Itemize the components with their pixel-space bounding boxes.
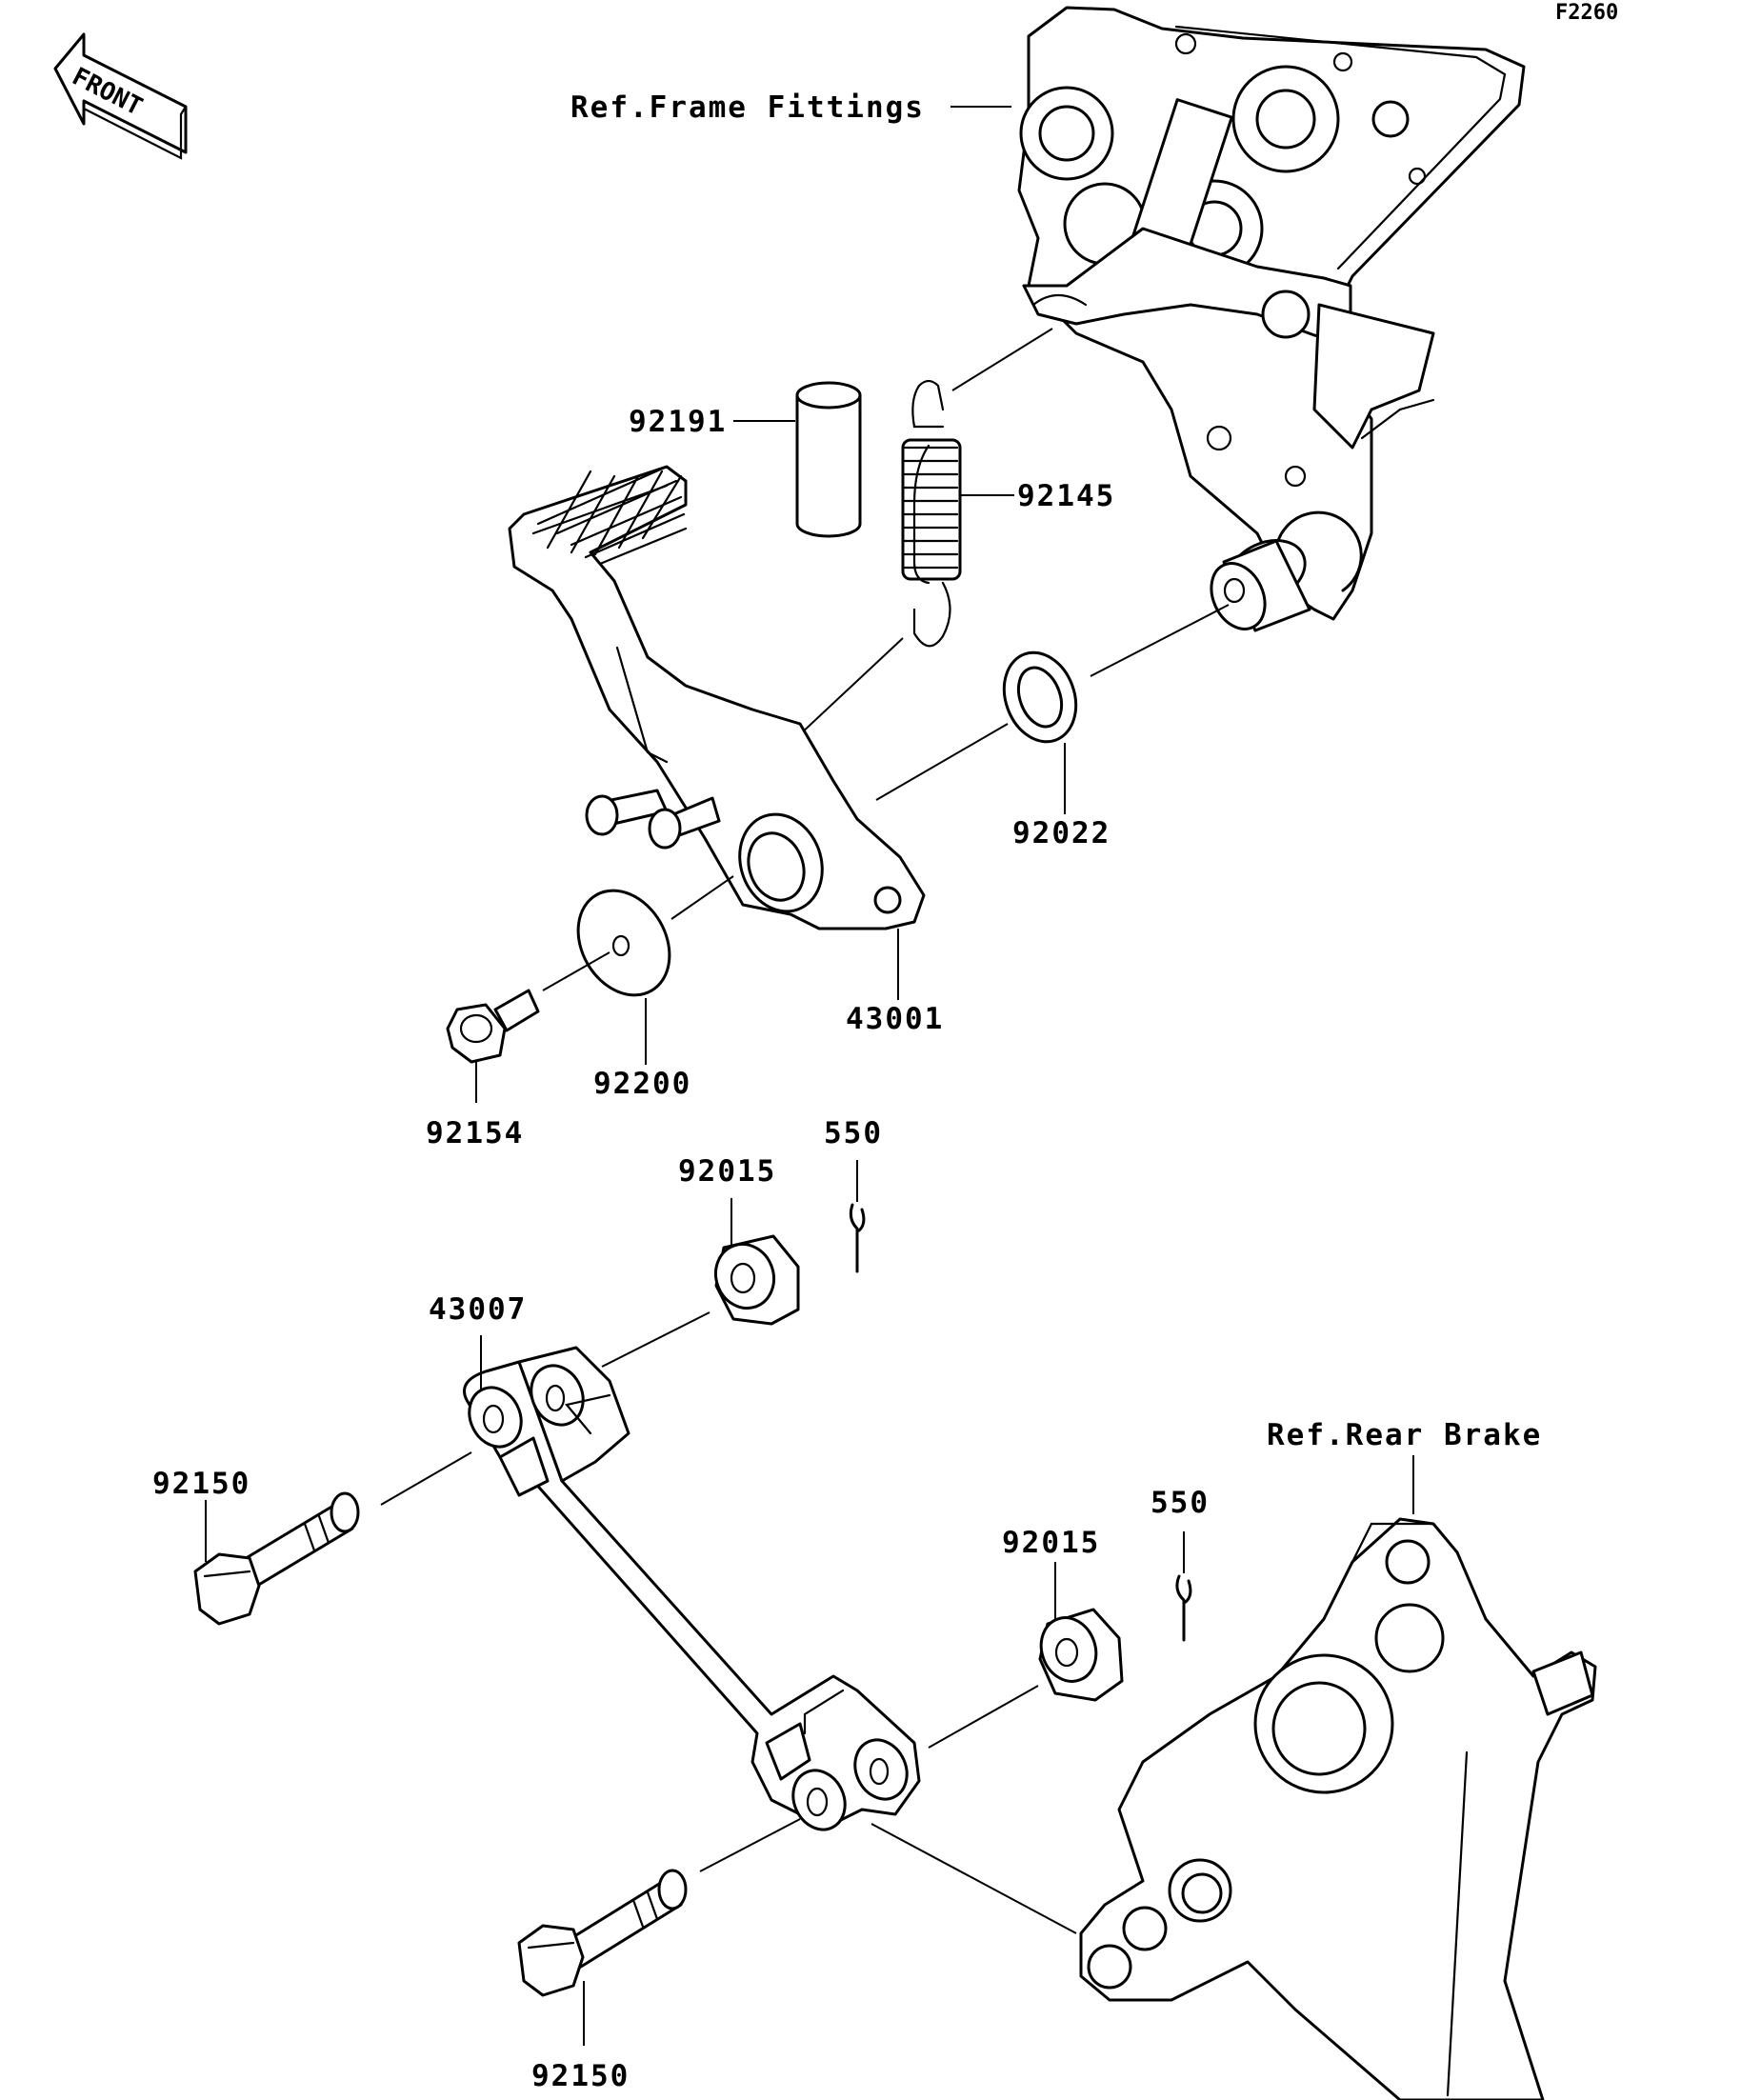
part-label-550-lower: 550 [1151,1486,1210,1520]
axis-line-nut-lower [928,1685,1039,1749]
bolt-92150-upper [193,1491,360,1626]
washer-92200 [576,889,671,997]
spring-92145 [901,379,962,648]
frame-fitting [1017,6,1526,632]
axis-line-rod-to-lever [870,1823,1077,1934]
bolt-92154 [446,989,540,1064]
cotter-pin-550-upper [849,1203,866,1273]
axis-line-mid [875,723,1009,801]
ref-rear-brake-label: Ref.Rear Brake [1267,1418,1542,1452]
front-arrow-icon: FRONT [53,32,188,160]
part-label-92154: 92154 [426,1116,524,1150]
part-label-92150-upper: 92150 [152,1467,250,1501]
part-label-92022: 92022 [1012,816,1111,850]
part-label-92015-upper: 92015 [678,1154,776,1189]
part-label-92150-lower: 92150 [531,2059,630,2093]
axis-line-bolt-lower [699,1818,801,1872]
part-label-43007: 43007 [429,1292,527,1327]
brake-pedal-43001 [508,465,926,930]
figure-code: F2260 [1555,1,1618,25]
part-label-43001: 43001 [846,1002,944,1036]
brake-rod-43007 [463,1346,921,1831]
collar-92191 [795,381,862,538]
part-label-92191: 92191 [629,405,727,439]
bolt-92150-lower [517,1869,688,1997]
rear-brake-lever [1079,1517,1597,2100]
part-label-92145: 92145 [1017,479,1115,513]
part-label-92200: 92200 [593,1067,691,1101]
axis-line-washer [670,875,734,920]
ref-frame-fittings-label: Ref.Frame Fittings [570,90,925,125]
pedal-pins [585,789,721,850]
spring-hook-line-upper [951,328,1053,391]
cotter-pin-550-lower [1175,1574,1192,1642]
part-label-92015-lower: 92015 [1002,1526,1100,1560]
axis-line-nut-upper [601,1311,710,1368]
washer-92022 [1002,650,1078,744]
axis-line-upper [1090,604,1230,677]
part-label-550-upper: 550 [824,1116,883,1150]
nut-92015-lower [1038,1608,1124,1702]
axis-line-bolt-small [542,951,610,991]
axis-line-bolt-upper [380,1451,472,1506]
nut-92015-upper [714,1234,800,1326]
